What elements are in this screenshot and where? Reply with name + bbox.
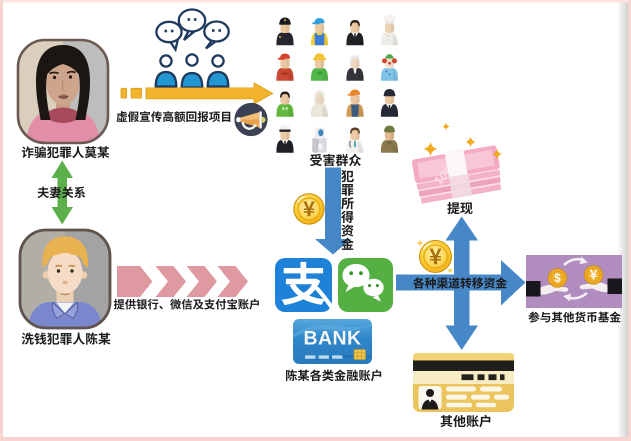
- svg-text:$: $: [554, 273, 561, 285]
- svg-text:BANK: BANK: [304, 328, 362, 350]
